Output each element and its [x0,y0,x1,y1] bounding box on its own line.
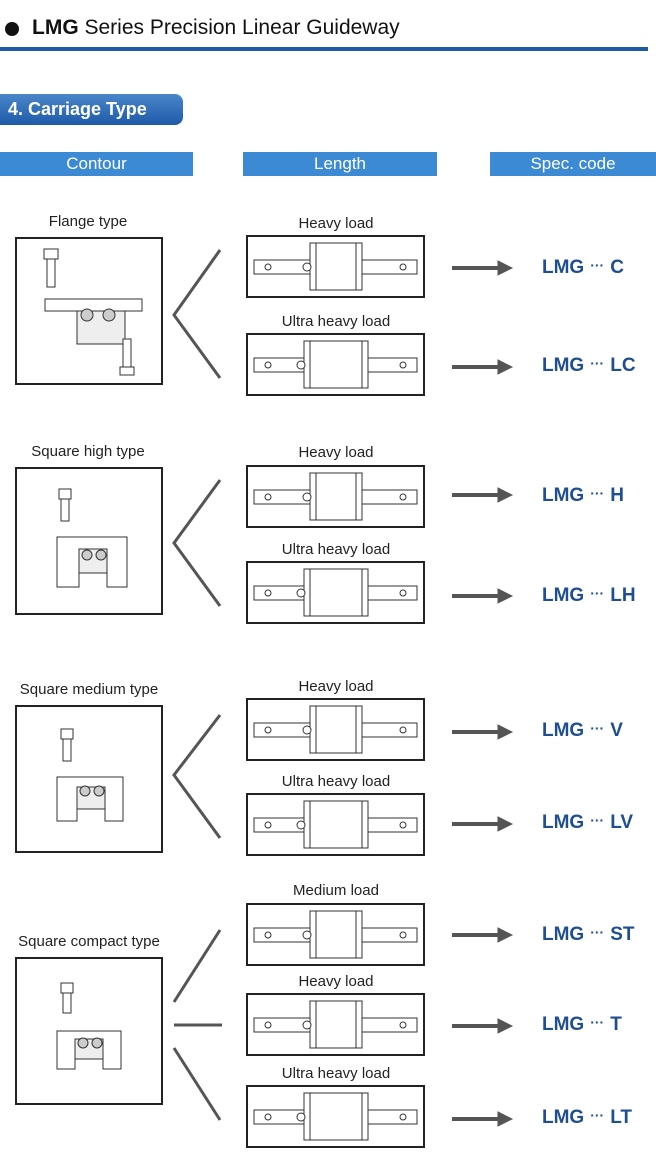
spec-code-lt: LMG···LT [542,1107,633,1128]
contour-flange-drawing [15,237,163,385]
rail-carriage-icon [253,472,418,521]
load-label: Ultra heavy load [281,1065,391,1082]
length-drawing-flange-heavy [246,235,425,298]
header-rule [0,47,648,51]
load-label: Ultra heavy load [281,313,391,330]
length-drawing-high-heavy [246,465,425,528]
square-compact-drawing-icon [56,982,122,1070]
load-label: Heavy load [298,215,374,232]
group-label-square-compact: Square compact type [18,933,160,950]
rail-carriage-icon [253,242,418,291]
column-header-spec: Spec. code [490,152,656,176]
rail-carriage-icon [253,705,418,754]
spec-code-lh: LMG···LH [542,585,636,606]
length-drawing-medium-ultra [246,793,425,856]
spec-code-t: LMG···T [542,1014,622,1035]
group-label-flange: Flange type [48,213,128,230]
contour-square-medium-drawing [15,705,163,853]
section-badge: 4. Carriage Type [0,94,183,125]
length-drawing-compact-medium [246,903,425,966]
length-drawing-compact-heavy [246,993,425,1056]
rail-carriage-icon [253,340,418,389]
column-header-length: Length [243,152,437,176]
contour-square-high-drawing [15,467,163,615]
rail-carriage-icon [253,568,418,617]
length-drawing-compact-ultra [246,1085,425,1148]
rail-carriage-icon [253,910,418,959]
column-header-contour: Contour [0,152,193,176]
bullet-icon [5,22,19,36]
group-label-square-high: Square high type [31,443,145,460]
page-title: LMG Series Precision Linear Guideway [32,16,400,40]
square-high-drawing-icon [56,488,128,588]
length-drawing-high-ultra [246,561,425,624]
load-label: Heavy load [298,973,374,990]
load-label: Heavy load [298,444,374,461]
spec-code-st: LMG···ST [542,924,635,945]
arrow-icons [452,260,514,1127]
spec-code-v: LMG···V [542,720,623,741]
spec-code-c: LMG···C [542,257,624,278]
page-header: LMG Series Precision Linear Guideway [0,10,656,51]
flange-drawing-icon [43,248,143,376]
load-label: Ultra heavy load [281,541,391,558]
load-label: Heavy load [298,678,374,695]
bracket-lines [172,249,222,1121]
square-medium-drawing-icon [56,728,124,822]
load-label: Ultra heavy load [281,773,391,790]
load-label: Medium load [293,882,379,899]
spec-code-lc: LMG···LC [542,355,636,376]
group-label-square-medium: Square medium type [19,681,159,698]
rail-carriage-icon [253,800,418,849]
length-drawing-medium-heavy [246,698,425,761]
title-bold: LMG [32,16,79,39]
rail-carriage-icon [253,1092,418,1141]
spec-code-h: LMG···H [542,485,624,506]
spec-code-lv: LMG···LV [542,812,634,833]
length-drawing-flange-ultra [246,333,425,396]
contour-square-compact-drawing [15,957,163,1105]
title-rest: Series Precision Linear Guideway [84,16,400,39]
rail-carriage-icon [253,1000,418,1049]
